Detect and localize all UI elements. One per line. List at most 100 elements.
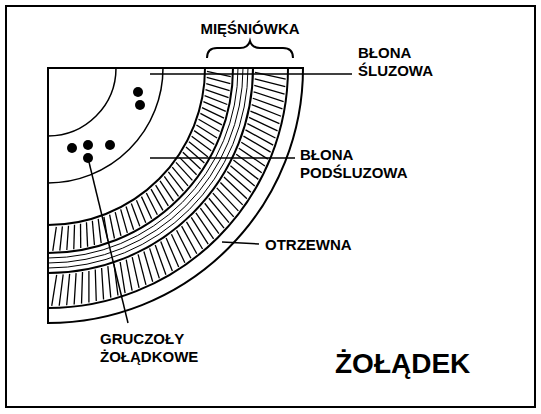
label-text: BŁONA PODŚLUZOWA — [300, 146, 407, 182]
hatch-line — [126, 260, 132, 291]
hatch-line — [199, 119, 220, 131]
hatch-line — [239, 148, 265, 166]
wall-layers — [48, 68, 303, 323]
hatch-line — [249, 117, 278, 130]
gland-dot — [135, 100, 145, 110]
hatch-line — [241, 142, 268, 159]
hatch-line — [233, 160, 258, 179]
hatch-line — [246, 130, 274, 145]
muscle-ring — [48, 68, 238, 258]
gland-dot — [67, 143, 77, 153]
serosa-label: OTRZEWNA — [265, 236, 352, 254]
leader-line — [150, 73, 352, 75]
hatch-line — [206, 90, 229, 98]
wall-section — [48, 68, 303, 323]
bracket — [207, 41, 293, 58]
hatch-line — [207, 77, 231, 83]
hatch-line — [52, 275, 57, 306]
hatch-line — [186, 147, 204, 163]
gland-dot — [133, 87, 143, 97]
hatch-line — [60, 226, 63, 250]
hatch-line — [151, 189, 163, 210]
mucosa-label: BŁONA ŚLUZOWA — [358, 44, 433, 80]
leader-line — [150, 157, 295, 159]
hatch-line — [126, 207, 134, 230]
muscle-label: MIĘŚNIÓWKA — [200, 20, 299, 38]
hatch-line — [230, 166, 254, 186]
hatch-line — [255, 79, 286, 87]
hatch-line — [168, 172, 183, 191]
hatch-line — [108, 266, 111, 297]
hatch-line — [227, 172, 251, 193]
layer-boundary — [48, 68, 163, 183]
hatch-line — [196, 125, 217, 138]
gland-dot — [83, 140, 93, 150]
frame — [6, 6, 535, 407]
gland-dots — [67, 87, 145, 163]
hatch-line — [131, 203, 139, 226]
hatch-line — [183, 152, 201, 169]
hatch-line — [115, 212, 121, 236]
hatch-line — [196, 213, 214, 239]
hatch-line — [224, 177, 247, 199]
layer-boundary — [48, 68, 116, 136]
label-text: BŁONA ŚLUZOWA — [358, 44, 433, 80]
label-text: OTRZEWNA — [265, 236, 352, 254]
hatch-line — [120, 262, 125, 293]
hatch-line — [164, 176, 178, 196]
hatch-line — [209, 198, 229, 222]
hatch-line — [73, 225, 75, 249]
hatch-line — [177, 230, 191, 258]
hatch-line — [160, 181, 173, 201]
glands-label: GRUCZOŁY ŻOŁĄDKOWE — [100, 330, 198, 366]
section-edge — [48, 67, 303, 69]
hatch-line — [92, 221, 94, 245]
hatch-line — [247, 124, 275, 138]
hatch-line — [121, 209, 128, 232]
hatch-line — [166, 238, 179, 267]
hatch-line — [200, 208, 219, 234]
hatch-line — [252, 105, 281, 117]
layer-boundary — [48, 68, 233, 253]
hatch-line — [86, 222, 87, 246]
hatch-line — [220, 183, 242, 205]
section-edge — [47, 68, 49, 323]
hatch-line — [144, 251, 153, 281]
hatch-line — [156, 185, 169, 206]
hatch-line — [171, 234, 184, 263]
muscle-ring — [48, 68, 243, 263]
hatch-line — [191, 217, 208, 244]
hatch-line — [132, 257, 139, 288]
hatch-line — [59, 274, 63, 305]
label-text: MIĘŚNIÓWKA — [200, 20, 299, 38]
hatch-line — [217, 188, 239, 211]
hatch-line — [213, 193, 234, 217]
hatch-line — [74, 273, 76, 304]
layer-boundary — [48, 68, 205, 225]
leader-line — [88, 158, 128, 323]
hatch-line — [98, 219, 101, 243]
title-box: ŻOŁĄDEK — [335, 348, 470, 380]
hatch-line — [172, 167, 188, 186]
hatch-line — [110, 215, 115, 239]
muscle-ring — [48, 68, 248, 268]
hatch-line — [250, 111, 279, 124]
hatch-line — [176, 162, 192, 180]
hatch-line — [53, 227, 57, 251]
hatch-line — [81, 272, 83, 304]
leader-line — [222, 242, 259, 244]
gland-dot — [105, 140, 115, 150]
layer-boundary — [48, 68, 288, 308]
hatch-line — [205, 203, 224, 228]
hatch-line — [194, 131, 214, 145]
hatch-line — [102, 268, 104, 299]
muscle-hatching — [52, 71, 286, 306]
hatch-line — [67, 274, 70, 305]
title: ŻOŁĄDEK — [335, 348, 470, 380]
hatch-line — [138, 254, 146, 285]
hatch-line — [192, 136, 212, 151]
hatch-line — [236, 154, 262, 173]
hatch-line — [95, 270, 97, 302]
hatch-line — [243, 136, 270, 152]
